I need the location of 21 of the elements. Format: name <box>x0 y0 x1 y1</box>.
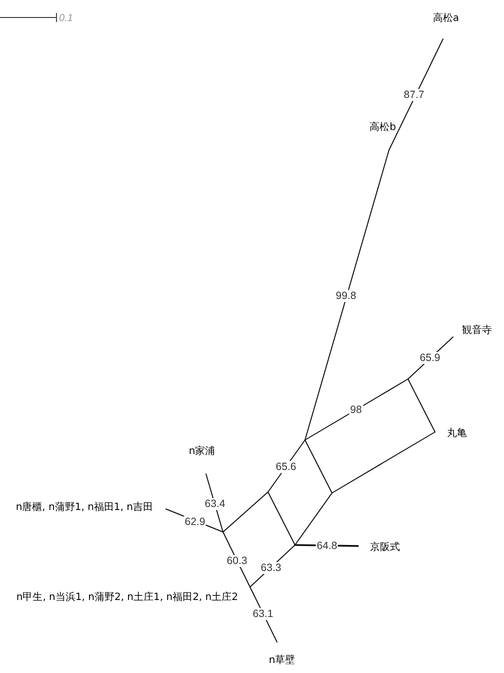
branch-value: 99.8 <box>334 290 358 302</box>
taxon-label: 観音寺 <box>462 325 492 337</box>
scale-label: 0.1 <box>59 12 73 24</box>
taxon-label: n家浦 <box>188 446 216 458</box>
branch-value: 62.9 <box>184 516 206 528</box>
taxon-label: 丸亀 <box>447 428 467 440</box>
taxon-label: n唐櫃, n蒲野1, n福田1, n吉田 <box>16 502 153 514</box>
branch-value: 65.6 <box>274 461 298 473</box>
branch-value: 63.1 <box>252 608 274 620</box>
branch-value: 87.7 <box>402 89 426 101</box>
branch-value: 60.3 <box>226 555 248 567</box>
taxon-label: n甲生, n当浜1, n蒲野2, n土庄1, n福田2, n土庄2 <box>16 592 238 604</box>
taxon-label: 高松a <box>432 13 460 25</box>
taxon-label: 京阪式 <box>370 542 400 554</box>
branch-value: 64.8 <box>316 540 338 552</box>
branch-value: 63.3 <box>260 562 282 574</box>
taxon-label: 高松b <box>370 122 396 134</box>
branch-value: 98 <box>349 404 363 416</box>
branch-value: 65.9 <box>418 352 442 364</box>
branch-value: 63.4 <box>204 498 226 510</box>
taxon-label: n草壁 <box>268 655 296 667</box>
